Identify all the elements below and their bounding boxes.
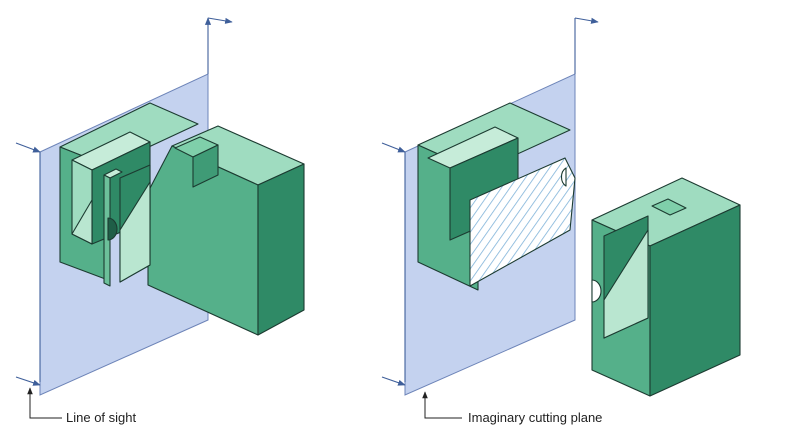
right-back-hole	[591, 279, 602, 303]
right-upper-side-arrow	[381, 142, 406, 153]
right-top-arrowhead	[574, 17, 599, 24]
right-back-side	[649, 204, 741, 397]
left-inner-triangle-light	[119, 181, 151, 283]
left-assembly: Line of sight	[15, 17, 305, 425]
left-hole	[107, 217, 118, 241]
left-block-right-side	[257, 163, 305, 336]
left-slot-triangle-light	[71, 199, 93, 245]
right-lower-side-arrow	[381, 376, 406, 386]
left-notch-wall	[192, 144, 219, 188]
right-back-notch	[651, 198, 687, 216]
left-callout-label: Line of sight	[66, 410, 136, 425]
right-section-notch	[560, 167, 567, 187]
right-assembly: Imaginary cutting plane	[381, 17, 741, 425]
left-upper-side-arrow	[15, 142, 41, 153]
right-leader	[424, 392, 462, 419]
right-back-slot-light	[603, 229, 649, 339]
right-callout-label: Imaginary cutting plane	[468, 410, 602, 425]
left-lower-side-arrow	[15, 376, 41, 386]
left-divider-front	[103, 174, 111, 287]
right-section-face	[469, 157, 576, 287]
left-leader	[29, 390, 62, 419]
left-top-arrowhead	[207, 17, 233, 24]
